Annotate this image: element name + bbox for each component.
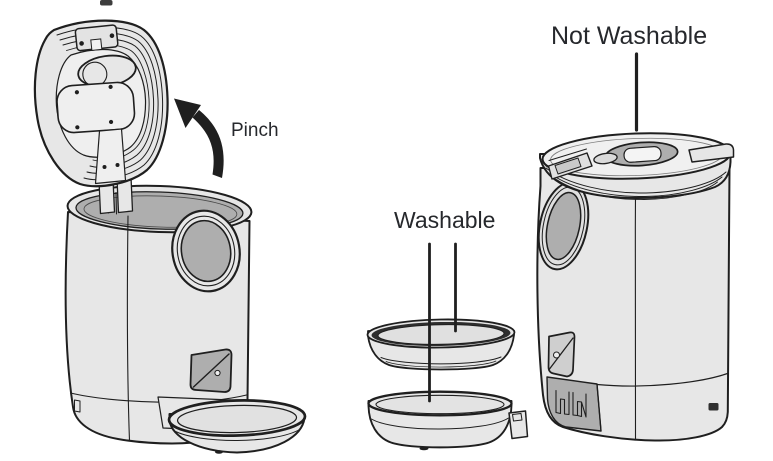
- door-pin: [214, 369, 221, 377]
- base-front-seam: [596, 372, 729, 387]
- lid-hinge-tab: [688, 143, 735, 163]
- lid-handle-recess: [604, 141, 679, 167]
- desiccant-panel: [56, 81, 136, 134]
- arrow-head: [174, 98, 201, 128]
- latch-tab-top: [100, 0, 113, 6]
- lid-seal-ring: [56, 26, 164, 181]
- hopper-inner-contour: [83, 195, 238, 228]
- desiccant-cover: [56, 81, 136, 134]
- base-interior: [375, 394, 505, 415]
- door-panel: [547, 331, 576, 378]
- body-front-seam: [126, 215, 131, 442]
- door-pin: [553, 351, 560, 359]
- bowl-interior: [176, 404, 298, 434]
- feeder-open-illustration: [33, 0, 307, 454]
- base-slot: [572, 391, 587, 418]
- lid-button-oval: [593, 152, 618, 165]
- base-step-edge: [596, 383, 602, 432]
- bowl-rim: [167, 399, 307, 437]
- base-slot: [555, 389, 570, 416]
- base-foot: [419, 446, 429, 451]
- panel-screw: [108, 119, 114, 125]
- base-seam: [371, 417, 509, 430]
- base-dark-panel: [546, 376, 602, 432]
- lid-latch-front: [547, 148, 593, 180]
- base-notch: [74, 399, 81, 413]
- recess-window: [623, 146, 662, 163]
- base-section: [546, 372, 729, 432]
- pinch-arrow-icon: [174, 98, 224, 178]
- feeder-body: [64, 176, 307, 454]
- food-window: [171, 209, 241, 293]
- panel-screw: [75, 125, 80, 130]
- feeder-lid-closed: [539, 132, 735, 200]
- lid-seal-ring: [545, 167, 727, 194]
- power-port: [708, 403, 719, 411]
- arrow-swoosh: [192, 110, 224, 178]
- bowl-foot: [215, 450, 223, 454]
- window-mid-ring: [176, 215, 236, 287]
- door-diagonal-line: [548, 337, 574, 370]
- tray-interior: [377, 324, 505, 345]
- window-glass: [545, 191, 582, 261]
- tray-rim: [366, 318, 516, 349]
- hinge-recess-line: [115, 192, 117, 215]
- latch-button: [90, 38, 103, 51]
- washable-label: Washable: [394, 207, 496, 233]
- lid-latch: [74, 24, 119, 52]
- bowl-seam: [173, 428, 301, 441]
- panel-screw: [108, 84, 113, 89]
- lid-seal-ring: [556, 179, 718, 200]
- latch-top-edge: [548, 148, 587, 161]
- body-base-seam: [69, 392, 248, 403]
- window-glass: [180, 219, 232, 283]
- feeder-closed-illustration: [536, 52, 735, 442]
- tray-base: [367, 390, 529, 451]
- lid-seal-ring: [550, 173, 723, 198]
- tray-bottom-seam: [380, 356, 502, 365]
- lid-latch-opening: [77, 54, 137, 88]
- lid-hinge-strip: [94, 128, 127, 185]
- food-chute-door: [189, 348, 233, 393]
- feeding-tray: [366, 318, 516, 371]
- door-diagonal-line: [192, 353, 230, 388]
- tray-bottom-seam: [385, 360, 497, 368]
- not-washable-label: Not Washable: [551, 22, 708, 50]
- food-bowl: [167, 399, 307, 454]
- latch-inner: [554, 157, 582, 175]
- washable-parts: [366, 242, 529, 451]
- base-clip-notch: [512, 413, 523, 422]
- food-window-side: [537, 181, 590, 271]
- food-chute-door-right: [547, 331, 576, 378]
- latch-screw: [109, 33, 115, 39]
- base-clip-tab: [508, 410, 529, 440]
- latch-screw: [79, 41, 84, 46]
- strip-screw: [115, 163, 120, 167]
- feeder-lid-open: [33, 0, 169, 188]
- strip-screw: [102, 165, 107, 169]
- panel-screw: [74, 90, 79, 95]
- pinch-label: Pinch: [231, 120, 279, 141]
